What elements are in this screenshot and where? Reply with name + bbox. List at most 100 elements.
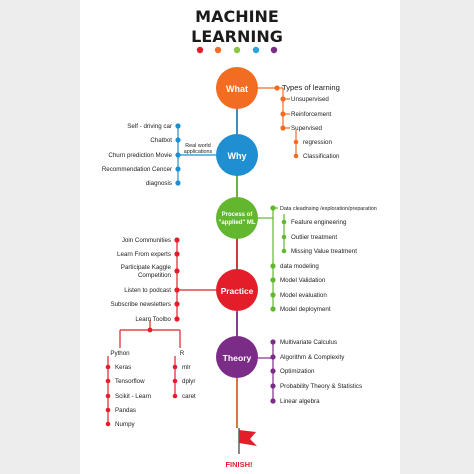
applications-label: applications — [184, 149, 213, 155]
why-item-recommendation: Recommendation Cencer — [102, 166, 172, 173]
why-item-dot — [175, 137, 181, 143]
why-item-churn: Churn prediction Movie — [108, 152, 172, 159]
practice-item-podcast: Listen to podcast — [124, 287, 171, 294]
node-theory: Theory — [216, 336, 258, 378]
python-item-scikit: Scikit - Learn — [115, 393, 152, 400]
process-item-model-validation: Model Validation — [280, 277, 326, 284]
r-item-dot — [172, 393, 178, 399]
node-process-label-1: Process of — [222, 212, 254, 218]
process-item-dot — [270, 263, 276, 269]
practice-item-competition: Competition — [138, 272, 172, 279]
practice-item-dot — [174, 268, 180, 274]
what-sub-dot — [293, 139, 299, 145]
why-item-chatbot: Chatbot — [150, 137, 172, 144]
process-item-dot — [270, 292, 276, 298]
title-dot — [233, 46, 241, 54]
process-sub-outlier: Outlier treatment — [291, 234, 337, 241]
python-item-dot — [105, 378, 111, 384]
title-dot — [252, 46, 260, 54]
finish-flag-icon — [238, 428, 257, 454]
theory-item-dot — [270, 339, 276, 345]
r-item-dot — [172, 378, 178, 384]
theory-item-probability: Probability Theory & Statistics — [280, 383, 362, 390]
theory-item-dot — [270, 354, 276, 360]
why-item-dot — [175, 123, 181, 129]
practice-item-dot — [174, 287, 180, 293]
process-sub-feature-engineering: Feature engineering — [291, 219, 347, 226]
types-of-learning-heading: Types of learning — [282, 83, 340, 92]
what-item-reinforcement: Reinforcement — [291, 111, 332, 118]
supervised-sub-regression: regression — [303, 139, 332, 146]
r-item-dot — [172, 364, 178, 370]
python-item-tensorflow: Tensorflow — [115, 378, 145, 385]
theory-item-optimization: Optimization — [280, 368, 315, 375]
what-item-dot — [280, 125, 286, 131]
title-dot — [196, 46, 204, 54]
r-item-caret: caret — [182, 393, 196, 400]
theory-item-dot — [270, 383, 276, 389]
python-item-dot — [105, 421, 111, 427]
practice-item-toolbox: Learn Toolbo — [135, 316, 171, 323]
process-sub-missing-value: Missing Value treatment — [291, 248, 357, 255]
process-sub-dot — [281, 219, 287, 225]
node-theory-label: Theory — [223, 353, 252, 363]
theory-item-linear-algebra: Linear algebra — [280, 398, 320, 405]
node-process-label-2: "applied" ML — [218, 220, 255, 226]
supervised-sub-classification: Classification — [303, 153, 340, 160]
practice-item-newsletters: Subscribe newsletters — [110, 301, 171, 308]
title-line-2: LEARNING — [191, 27, 283, 46]
practice-item-dot — [174, 301, 180, 307]
process-heading-dot — [270, 205, 276, 211]
node-what-label: What — [226, 84, 248, 94]
python-label: Python — [110, 350, 130, 357]
node-practice: Practice — [216, 269, 258, 311]
what-item-dot — [280, 96, 286, 102]
finish-label: FINISH! — [225, 460, 252, 469]
process-item-model-evaluation: Model evaluation — [280, 292, 327, 299]
node-what: What — [216, 67, 258, 109]
practice-item-dot — [174, 251, 180, 257]
python-item-dot — [105, 364, 111, 370]
why-item-dot — [175, 180, 181, 186]
theory-item-dot — [270, 368, 276, 374]
toolbox-dot — [147, 327, 153, 333]
python-item-dot — [105, 393, 111, 399]
r-item-dplyr: dplyr — [182, 378, 195, 385]
theory-item-algorithm: Algorithm & Complexity — [280, 354, 345, 361]
practice-item-experts: Learn From experts — [117, 251, 171, 258]
node-why: Why — [216, 134, 258, 176]
what-item-unsupervised: Unsupervised — [291, 96, 329, 103]
r-label: R — [180, 350, 185, 357]
r-item-mlr: mlr — [182, 364, 191, 371]
what-item-dot — [280, 111, 286, 117]
process-heading: Data cleadnsing /exploration/preparation — [280, 206, 377, 212]
what-heading-dot — [274, 85, 280, 91]
practice-item-communities: Join Communities — [122, 237, 171, 244]
what-sub-dot — [293, 153, 299, 159]
python-item-numpy: Numpy — [115, 421, 136, 428]
why-item-dot — [175, 166, 181, 172]
python-item-keras: Keras — [115, 364, 131, 371]
node-why-label: Why — [228, 151, 247, 161]
node-process: Process of "applied" ML — [216, 197, 258, 239]
python-item-dot — [105, 407, 111, 413]
theory-item-calculus: Multivariate Calculus — [280, 339, 337, 346]
theory-branch-dots — [270, 339, 276, 404]
node-practice-label: Practice — [221, 286, 254, 296]
title-dot — [214, 46, 222, 54]
process-item-data-modeling: data modeling — [280, 263, 319, 270]
title-dot — [270, 46, 278, 54]
theory-item-dot — [270, 398, 276, 404]
practice-branch-dots — [105, 237, 180, 427]
process-item-model-deployment: Model deployment — [280, 306, 331, 313]
practice-item-kaggle: Participate Kaggle — [121, 264, 172, 271]
process-item-dot — [270, 277, 276, 283]
process-sub-dot — [281, 248, 287, 254]
process-branch-dots — [270, 205, 287, 312]
practice-item-dot — [174, 316, 180, 322]
what-branch-dots — [274, 85, 299, 159]
process-sub-dot — [281, 234, 287, 240]
real-world-label: Real world — [185, 143, 210, 149]
why-item-self-driving: Self - driving car — [127, 123, 172, 130]
